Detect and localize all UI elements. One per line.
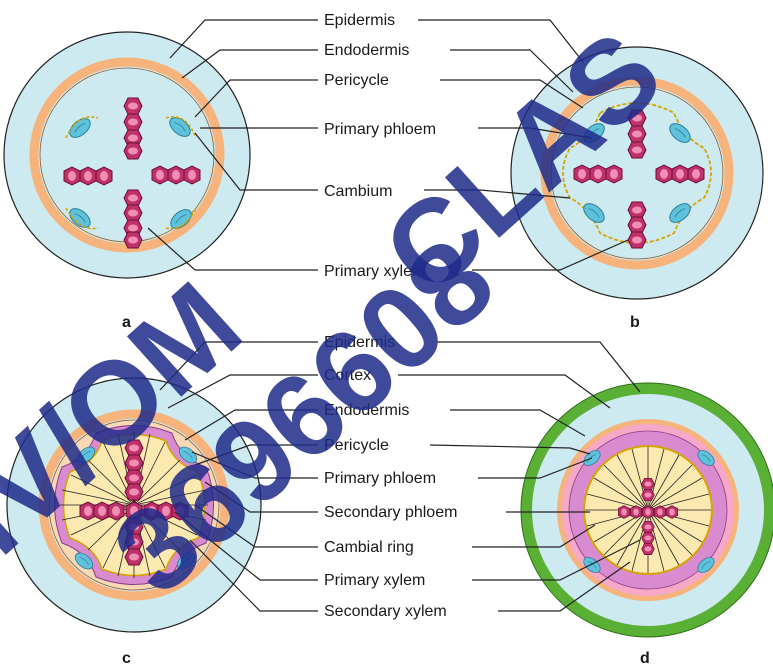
label-primary-xylem-bottom: Primary xylem xyxy=(324,572,425,589)
label-cambial-ring-bottom: Cambial ring xyxy=(324,539,414,556)
panel-letter-d: d xyxy=(640,650,650,665)
panel-letter-c: c xyxy=(122,650,131,665)
xylem-arm-left-a xyxy=(64,167,112,185)
label-secondary-xylem-bottom: Secondary xylem xyxy=(324,603,447,620)
label-primary-phloem-bottom: Primary phloem xyxy=(324,470,436,487)
xylem-arm-bottom-b xyxy=(628,202,646,248)
label-pericycle-top: Pericycle xyxy=(324,72,389,89)
label-epidermis-top: Epidermis xyxy=(324,12,395,29)
label-endodermis-top: Endodermis xyxy=(324,42,409,59)
xylem-arm-right-b xyxy=(656,165,704,183)
xylem-arm-right-a xyxy=(152,166,200,184)
label-primary-phloem-top: Primary phloem xyxy=(324,121,436,138)
xylem-arm-bottom-a xyxy=(124,190,142,248)
label-secondary-phloem-bottom: Secondary phloem xyxy=(324,504,457,521)
label-cambium-top: Cambium xyxy=(324,183,392,200)
panel-letter-b: b xyxy=(630,314,640,331)
xylem-arm-top-a xyxy=(124,98,142,159)
